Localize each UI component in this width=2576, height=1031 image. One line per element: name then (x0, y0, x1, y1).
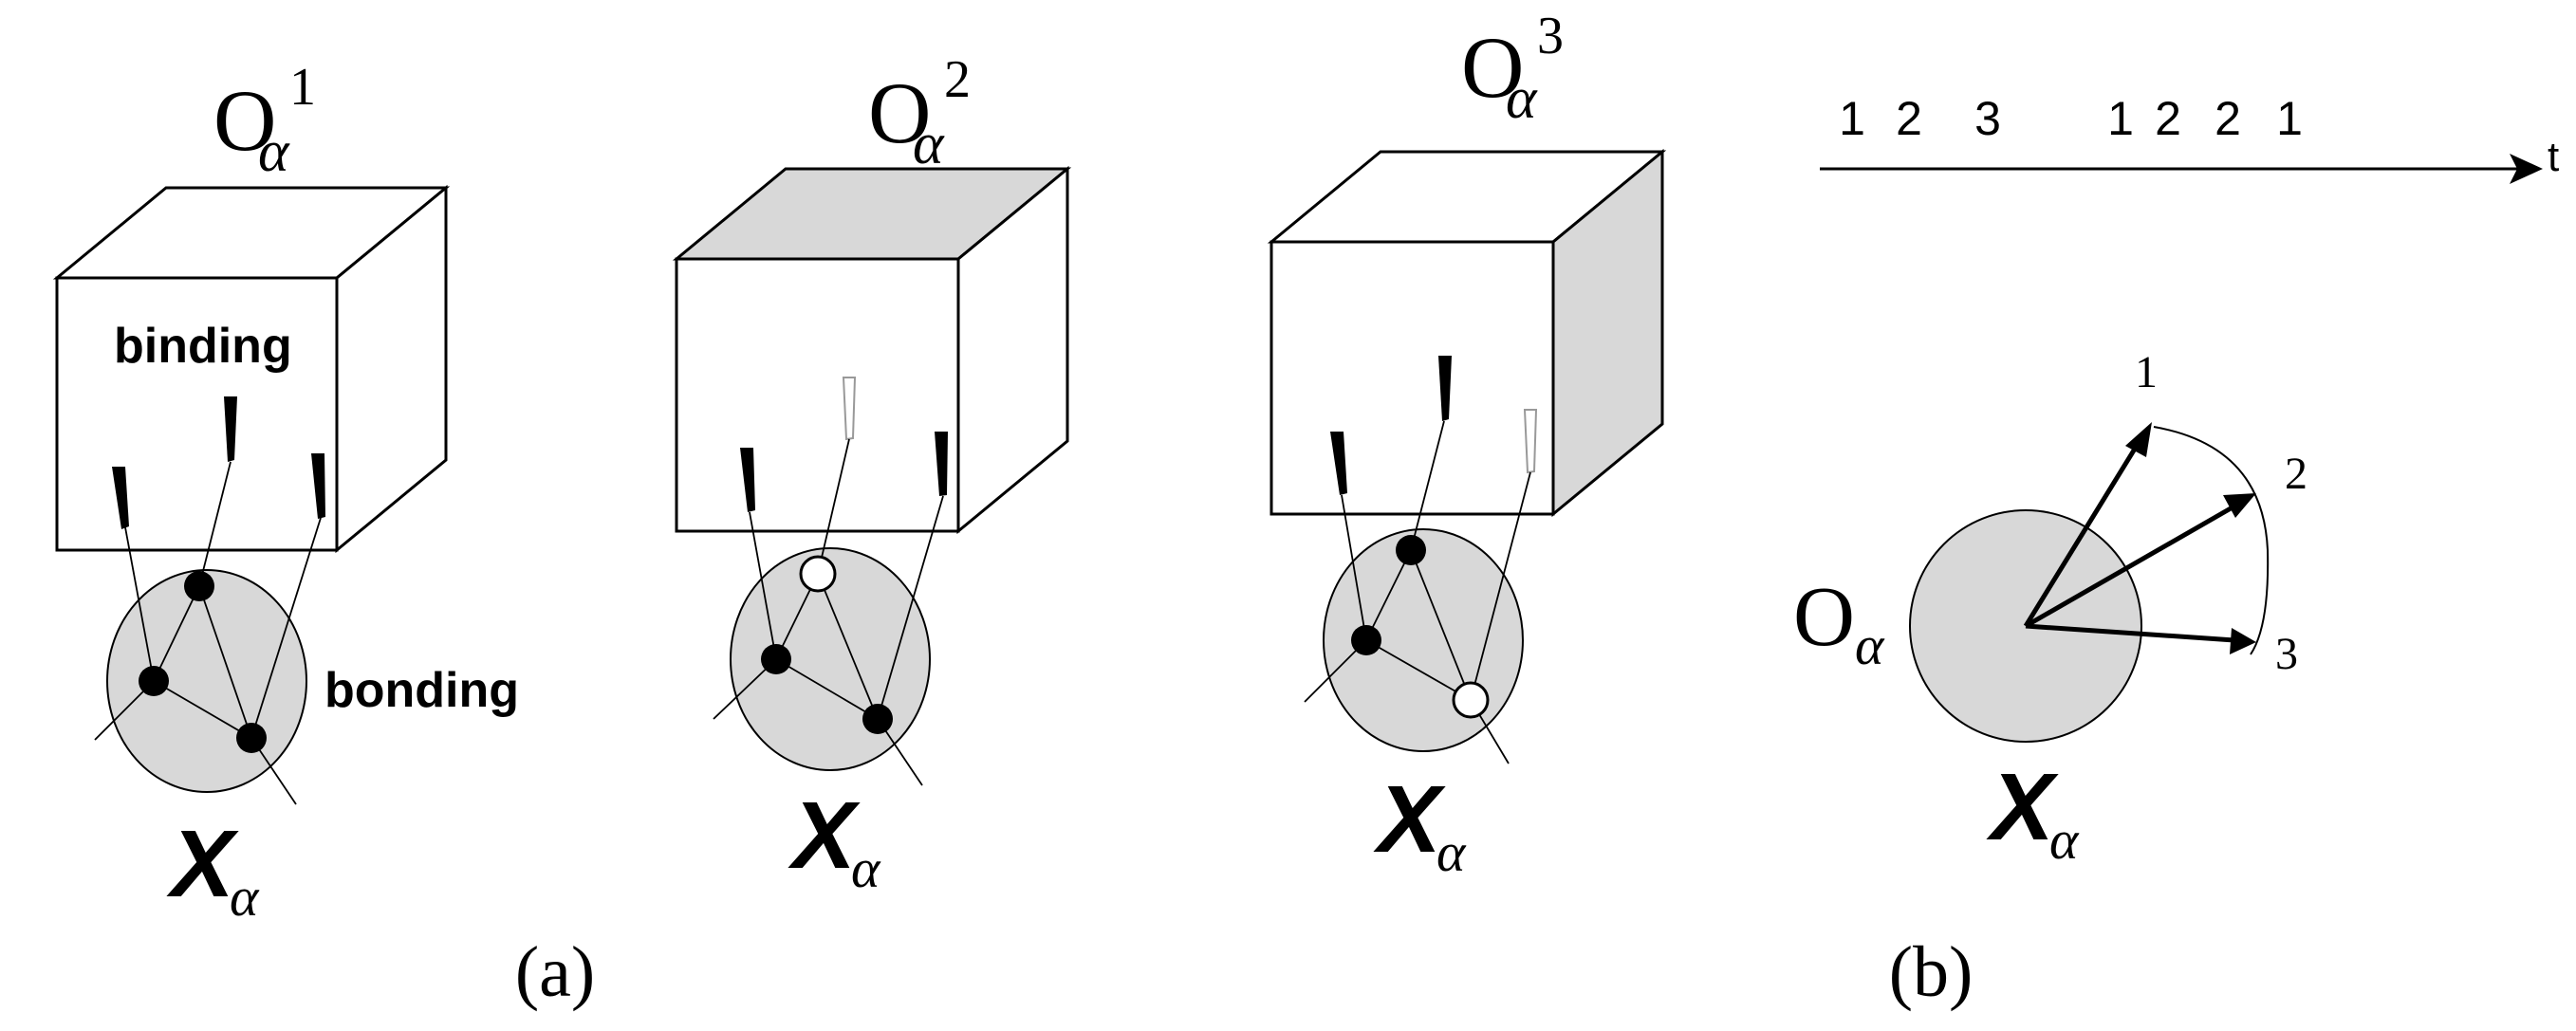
x-label-1: X (166, 811, 239, 917)
node-black (862, 704, 893, 734)
node-black (761, 644, 791, 674)
time-axis-label: t (2548, 134, 2559, 180)
node-white (799, 555, 837, 593)
cube-2-front-face (675, 257, 960, 533)
cube-2-group: O α 2 X α (672, 50, 1072, 899)
x-label-2: X (788, 782, 861, 889)
node-black (139, 666, 169, 696)
x-label-b: X (1986, 754, 2059, 860)
network-lines-3 (1304, 420, 1531, 764)
binding-spike-3 (311, 453, 325, 519)
rotation-arc (2153, 426, 2270, 655)
cube-1-title-sub: α (258, 120, 290, 184)
sequence-item: 1 (1839, 92, 1865, 145)
cube-1-title: O (213, 72, 276, 169)
sequence-item: 2 (2215, 92, 2241, 145)
cube-3-front-face (1269, 240, 1555, 516)
vector-1-arrowhead (2125, 422, 2152, 457)
cube-2-title-sub: α (913, 112, 945, 176)
binding-spike-1 (1330, 432, 1347, 495)
o-alpha-label: O (1793, 570, 1855, 664)
panel-b-group: t 1 2 3 1 2 2 1 1 2 3 O α X α (1793, 92, 2559, 871)
node-black (236, 723, 267, 753)
binding-spike-1 (740, 448, 755, 512)
sequence-item: 1 (2107, 92, 2134, 145)
node-black (184, 571, 214, 601)
sequence-item: 2 (2155, 92, 2181, 145)
binding-label: binding (114, 319, 292, 374)
o-alpha-label-sub: α (1855, 615, 1885, 676)
cube-3-title-sup: 3 (1537, 7, 1564, 65)
sequence-item: 3 (1974, 92, 2001, 145)
binding-spike-3 (935, 432, 948, 496)
cube-2-title-sup: 2 (944, 50, 971, 109)
binding-spike-faded (1523, 409, 1538, 474)
panel-a-label: (a) (515, 932, 595, 1012)
x-label-2-sub: α (851, 838, 881, 899)
cube-3-group: O α 3 X α (1267, 7, 1667, 883)
binding-spike-1 (112, 467, 129, 529)
cube-1-group: O α 1 binding bonding X α (52, 58, 519, 928)
cube-3-title-sub: α (1506, 66, 1538, 131)
vector-label: 3 (2275, 629, 2298, 679)
time-axis-arrowhead (2510, 154, 2543, 184)
panel-b-label: (b) (1889, 932, 1974, 1012)
state-vectors (2023, 439, 2239, 643)
cube-2-title: O (868, 64, 931, 161)
x-label-3-sub: α (1436, 821, 1467, 883)
binding-spike-2 (1438, 356, 1452, 421)
binding-spike-2 (224, 396, 237, 462)
sequence-item: 2 (1896, 92, 1922, 145)
node-white (1452, 681, 1490, 719)
vector-label: 1 (2135, 347, 2158, 397)
cube-1-title-sup: 1 (289, 58, 316, 117)
node-black (1351, 625, 1381, 655)
binding-spike-faded (842, 377, 857, 441)
bonding-label: bonding (324, 663, 519, 718)
vector-2-arrowhead (2223, 493, 2256, 518)
x-label-3: X (1373, 766, 1446, 873)
vector-3-arrowhead (2230, 628, 2256, 654)
node-black (1396, 535, 1426, 565)
x-label-b-sub: α (2049, 809, 2080, 871)
cube-1-front-face (55, 276, 339, 552)
cube-3-title: O (1461, 19, 1524, 116)
bonding-ellipse-1 (106, 569, 307, 793)
vector-label: 2 (2285, 449, 2307, 499)
x-label-1-sub: α (230, 866, 260, 928)
sequence-item: 1 (2276, 92, 2303, 145)
